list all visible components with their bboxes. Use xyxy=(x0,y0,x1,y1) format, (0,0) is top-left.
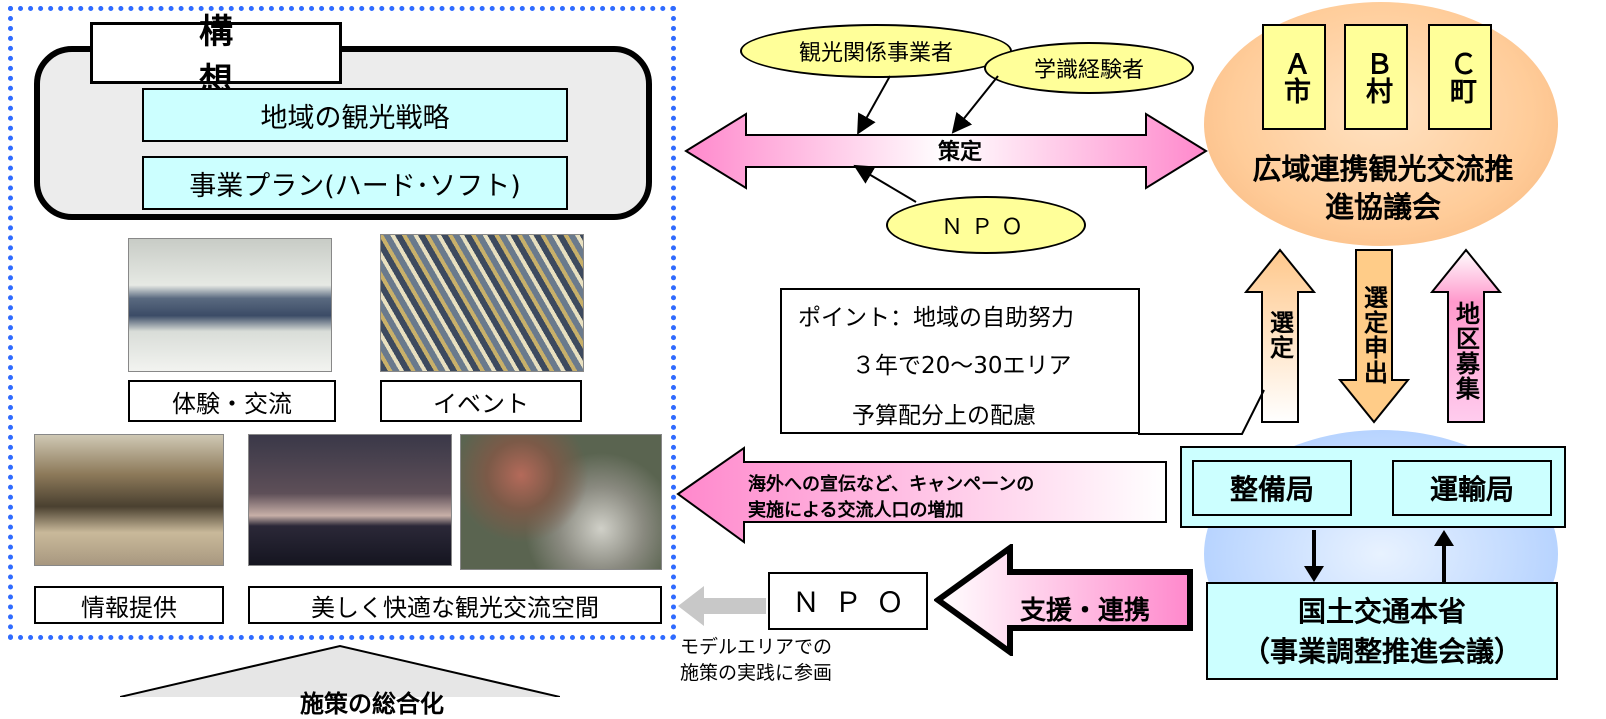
info-label: 情報提供 xyxy=(34,586,224,624)
info-center-photo xyxy=(34,434,224,566)
ministry-line2: （事業調整推進会議） xyxy=(1241,635,1522,668)
scholars-ellipse: 学識経験者 xyxy=(984,42,1194,94)
formulation-label: 策定 xyxy=(937,140,982,165)
space-label: 美しく快適な観光交流空間 xyxy=(248,586,662,624)
seibi-bureau-box: 整備局 xyxy=(1192,460,1352,516)
points-line2: ３年で20～30エリア xyxy=(852,353,1072,379)
recruitment-label: 地区募集 xyxy=(1451,301,1480,401)
points-box xyxy=(780,288,1140,434)
application-arrow xyxy=(1338,249,1410,424)
event-label: イベント xyxy=(380,380,582,422)
actor-arrows xyxy=(853,75,999,203)
experience-label: 体験・交流 xyxy=(128,380,336,422)
npo-note-line1: モデルエリアでの xyxy=(680,636,833,658)
campaign-line1: 海外への宣伝など、キャンペーンの xyxy=(748,474,1035,495)
selection-arrow xyxy=(1244,248,1316,423)
tourism-operators-ellipse: 観光関係事業者 xyxy=(740,24,1012,78)
support-label: 支援・連携 xyxy=(1020,596,1151,626)
council-name: 広域連携観光交流推進協議会 xyxy=(1252,152,1514,224)
npo-bottom-box: ＮＰＯ xyxy=(768,572,928,630)
night-view-photo xyxy=(248,434,452,566)
strategy-box: 地域の観光戦略 xyxy=(142,88,568,142)
application-label: 選定申出 xyxy=(1359,285,1388,385)
npo-top-ellipse: ＮＰＯ xyxy=(886,196,1086,254)
plan-box: 事業プラン(ハード･ソフト) xyxy=(142,156,568,210)
bottom-callout xyxy=(120,644,560,697)
concept-title: 構 想 xyxy=(90,12,342,101)
formulation-arrow xyxy=(684,112,1208,190)
npo-grey-arrow xyxy=(678,586,766,626)
town-c-box: Ｃ町 xyxy=(1428,24,1492,130)
points-line1: ポイント：地域の自助努力 xyxy=(798,305,1074,331)
selection-label: 選定 xyxy=(1265,310,1294,360)
points-connector xyxy=(1138,389,1265,435)
rafting-photo xyxy=(128,238,332,372)
city-a-box: Ａ市 xyxy=(1262,24,1326,130)
concept-area xyxy=(8,6,676,640)
unyu-bureau-box: 運輸局 xyxy=(1392,460,1552,516)
festival-photo xyxy=(380,234,584,372)
points-line3: 予算配分上の配慮 xyxy=(852,403,1036,429)
recruitment-arrow xyxy=(1430,248,1502,423)
campaign-line2: 実施による交流人口の増加 xyxy=(748,500,964,521)
bottom-callout-text: 施策の総合化 xyxy=(300,690,444,718)
ministry-box xyxy=(1206,582,1558,680)
village-b-box: Ｂ村 xyxy=(1344,24,1408,130)
nature-photo xyxy=(460,434,662,570)
campaign-arrow xyxy=(676,446,1167,544)
bureau-arrows xyxy=(1304,530,1454,582)
ministry-line1: 国土交通本省 xyxy=(1297,595,1466,628)
npo-note-line2: 施策の実践に参画 xyxy=(680,662,833,684)
support-arrow xyxy=(934,544,1193,656)
